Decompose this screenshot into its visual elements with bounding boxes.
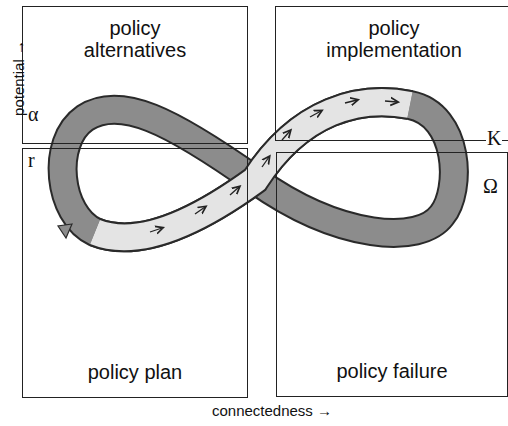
stage-box: policy implementation — [275, 6, 508, 141]
phase-letter: K — [486, 128, 502, 148]
axis-label: connectedness → — [212, 402, 332, 420]
stage-box: policy plan — [22, 148, 248, 398]
axis-label: potential → — [10, 40, 28, 116]
stage-title: policy implementation — [309, 17, 479, 61]
phase-letter: r — [27, 150, 36, 170]
stage-box: policy alternatives — [22, 6, 248, 144]
phase-letter: α — [27, 104, 39, 124]
flow-arrows — [150, 100, 397, 232]
stage-title: policy plan — [88, 361, 183, 383]
stage-title: policy alternatives — [60, 17, 210, 61]
figure-eight-ribbon — [58, 102, 454, 238]
phase-letter: Ω — [482, 176, 499, 196]
stage-title: policy failure — [336, 360, 447, 382]
stage-box: policy failure — [276, 152, 508, 397]
